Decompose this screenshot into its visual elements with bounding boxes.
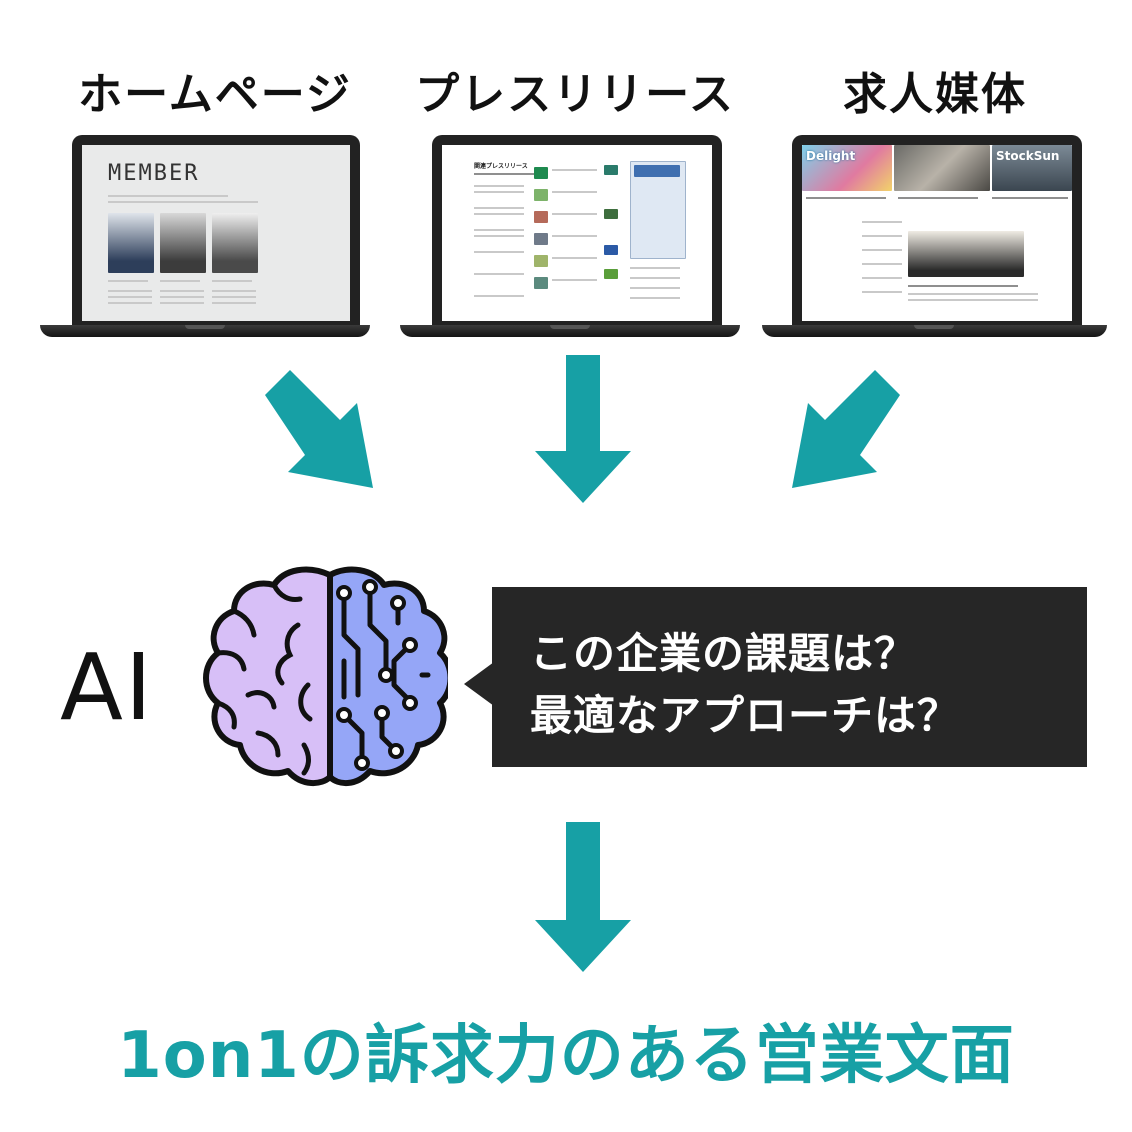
arrow-left-diagonal — [265, 370, 373, 488]
source-label-job-media: 求人媒体 — [843, 69, 1027, 120]
brain-icon — [203, 566, 448, 786]
jobs-logo-right: StockSun — [996, 149, 1060, 163]
arrow-center-down — [535, 355, 631, 503]
jobs-article-photo — [908, 231, 1024, 277]
jobs-logo-left: Delight — [806, 149, 856, 163]
source-label-press-release: プレスリリース — [415, 69, 735, 120]
speech-bubble-tail — [464, 662, 494, 706]
member-photo-2 — [160, 213, 206, 273]
laptop-press-release: 関連プレスリリース — [400, 135, 740, 340]
jobs-screen: Delight StockSun — [802, 145, 1072, 321]
laptop-job-media: Delight StockSun — [762, 135, 1107, 340]
bubble-question-1: この企業の課題は？ — [530, 629, 918, 678]
arrow-right-diagonal — [792, 370, 900, 488]
homepage-heading: MEMBER — [108, 161, 200, 186]
homepage-screen: MEMBER — [82, 145, 350, 321]
laptop-homepage: MEMBER — [40, 135, 370, 340]
member-photo-1 — [108, 213, 154, 273]
speech-bubble — [492, 587, 1087, 767]
press-screen: 関連プレスリリース — [442, 145, 712, 321]
press-heading: 関連プレスリリース — [474, 163, 528, 170]
press-sidebar-ad — [630, 161, 686, 259]
arrow-to-result — [535, 822, 631, 972]
bubble-question-2: 最適なアプローチは？ — [530, 691, 961, 740]
ai-label: AI — [60, 634, 155, 741]
result-label: 1on1の訴求力のある営業文面 — [117, 1019, 1015, 1093]
source-label-homepage: ホームページ — [78, 69, 352, 120]
jobs-hero-middle — [894, 145, 990, 191]
member-photo-3 — [212, 213, 258, 273]
jobs-hero-left — [802, 145, 892, 191]
jobs-hero-right — [992, 145, 1072, 191]
